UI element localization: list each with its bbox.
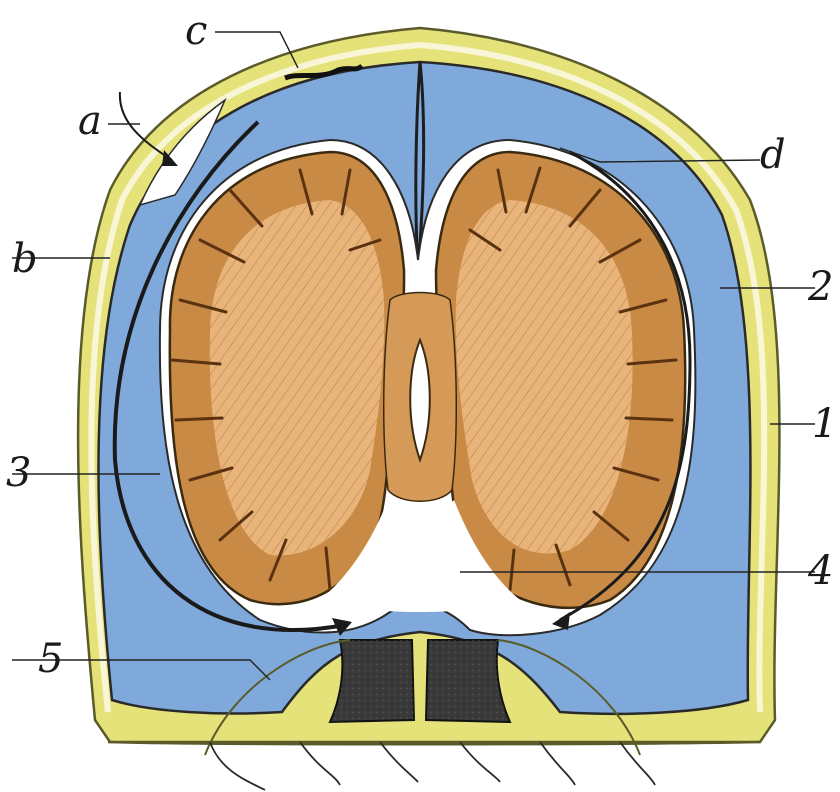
label-c: c (185, 8, 207, 54)
left-white-hatch (210, 200, 385, 555)
label-2: 2 (807, 264, 833, 310)
vertebra-left-grain (330, 640, 414, 722)
label-5: 5 (38, 636, 63, 682)
label-3: 3 (6, 450, 31, 496)
label-1: 1 (812, 401, 837, 447)
label-a: a (78, 98, 102, 144)
label-d: d (760, 132, 786, 178)
right-white-hatch (456, 200, 633, 554)
label-b: b (12, 236, 38, 282)
bottom-spikes (210, 742, 655, 790)
label-4: 4 (807, 548, 833, 594)
